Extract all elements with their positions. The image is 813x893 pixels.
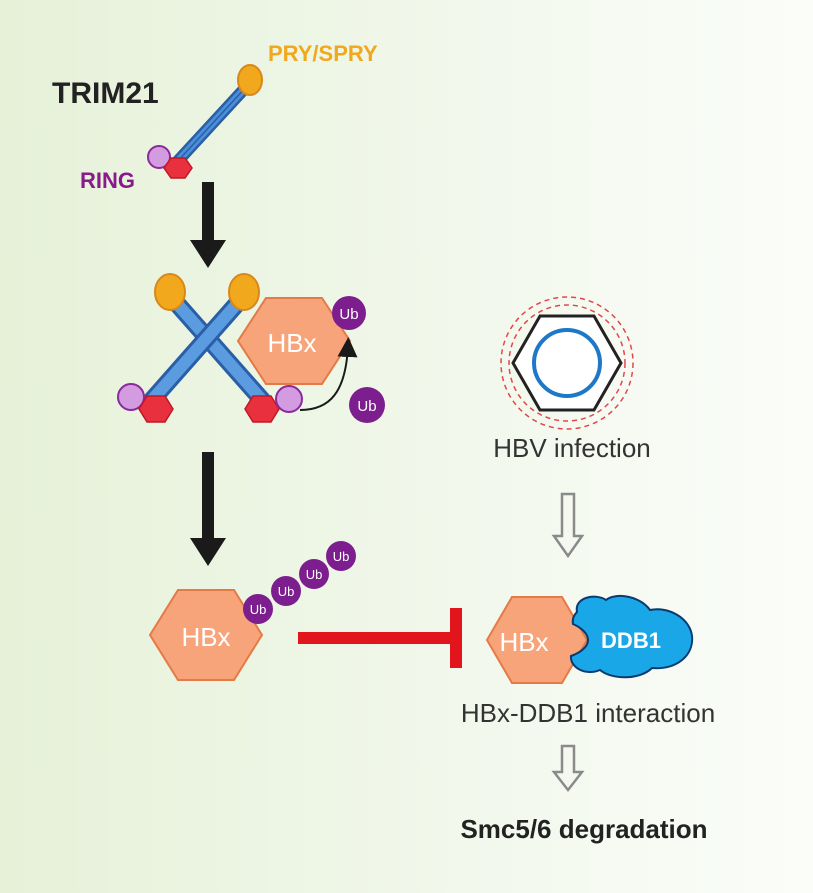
ub-chain-4	[326, 541, 356, 571]
ring-hex-right	[244, 395, 280, 423]
outcome-label: Smc5/6 degradation	[460, 814, 707, 844]
ub-chain-1-label: Ub	[250, 602, 267, 617]
hbx-bound: HBx	[236, 297, 352, 385]
gray-arrow-2	[551, 744, 585, 793]
trim21-monomer	[147, 64, 263, 179]
ub-free-label: Ub	[357, 398, 376, 415]
pry-spry-domain	[237, 64, 263, 96]
ub-chain-3-label: Ub	[306, 567, 323, 582]
hbv-capsid	[511, 314, 623, 412]
ub-chain-2	[271, 576, 301, 606]
ub-attached: Ub	[332, 296, 366, 330]
b-box-domain-right	[275, 385, 303, 413]
ub-free: Ub	[349, 387, 385, 423]
hbx-ddb1-complex: HBx DDB1	[485, 594, 694, 684]
interaction-label: HBx-DDB1 interaction	[461, 698, 715, 728]
trim21-title: TRIM21	[52, 77, 159, 110]
ub-transfer-arrow	[299, 337, 358, 411]
hbv-particle	[500, 296, 634, 430]
hbx-bound-label: HBx	[267, 328, 316, 358]
hbv-infection-label: HBV infection	[493, 433, 651, 463]
hbv-envelope-outer	[500, 296, 634, 430]
hbx-complex-hex	[485, 596, 589, 684]
b-box-domain	[147, 145, 171, 169]
ub-attached-label: Ub	[339, 306, 358, 323]
ring-domain-hex	[163, 157, 193, 179]
hbx-complex-label: HBx	[499, 627, 548, 657]
hbv-genome	[532, 328, 602, 398]
hbv-envelope-inner	[508, 304, 626, 422]
b-box-domain-left	[117, 383, 145, 411]
hbx-polyubiquitinated: HBx	[148, 589, 264, 681]
ub-chain-3	[299, 559, 329, 589]
inhibition-arrow	[298, 608, 462, 668]
ub-chain: Ub Ub Ub Ub	[243, 541, 356, 624]
pry-spry-label: PRY/SPRY	[268, 41, 378, 66]
ub-chain-1	[243, 594, 273, 624]
ddb1-label: DDB1	[601, 628, 661, 653]
arrow-down-1	[190, 182, 226, 268]
ddb1-shape	[570, 594, 694, 679]
gray-arrow-1	[551, 492, 585, 559]
ub-chain-2-label: Ub	[278, 584, 295, 599]
trim21-dimer	[117, 273, 303, 423]
hbx-poly-label: HBx	[181, 622, 230, 652]
ring-label: RING	[80, 168, 135, 193]
arrow-down-2	[190, 452, 226, 566]
ub-chain-4-label: Ub	[333, 549, 350, 564]
pry-spry-domain-left	[154, 273, 186, 311]
pry-spry-domain-right	[228, 273, 260, 311]
ring-hex-left	[138, 395, 174, 423]
